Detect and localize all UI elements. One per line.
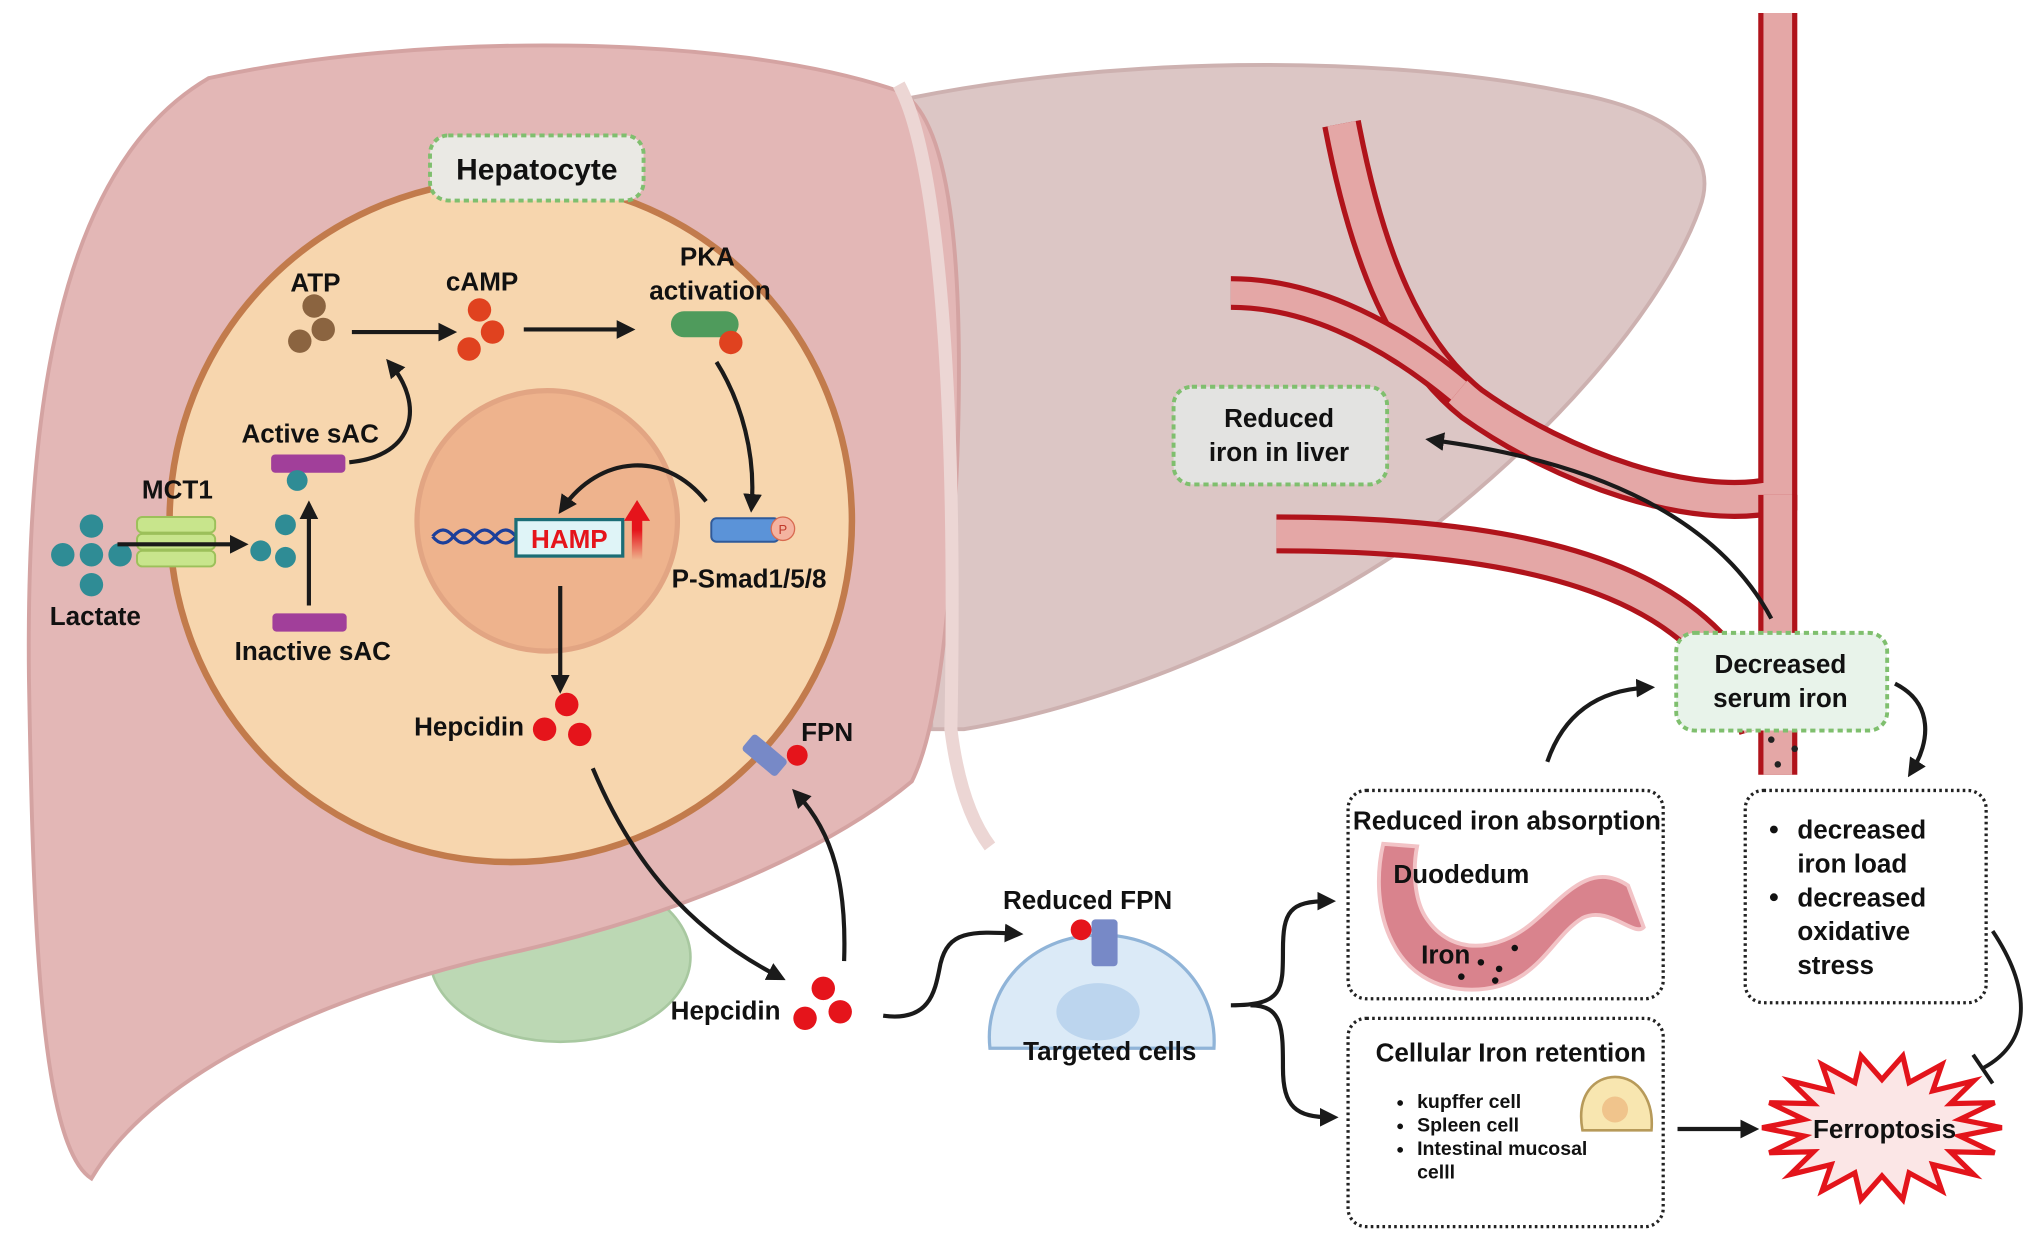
decreased-serum-iron-label-1: Decreased — [1715, 649, 1847, 679]
hamp-label: HAMP — [531, 524, 608, 554]
list-item: decreased — [1797, 815, 1926, 845]
psmad-protein — [710, 517, 780, 543]
hamp-gene-box — [514, 517, 625, 558]
falciform-ligament — [893, 81, 996, 851]
mct1-label: MCT1 — [142, 475, 213, 505]
pka-to-smad-arrow — [714, 360, 762, 513]
hepcidin-to-target-arrow — [882, 923, 1024, 1019]
psmad-label: P-Smad1/5/8 — [672, 563, 827, 593]
reduced-iron-in-liver-label-1: Reduced — [1224, 403, 1334, 433]
decreased-serum-iron-box — [1674, 630, 1890, 733]
phosphate-label: P — [779, 522, 788, 537]
lactate-molecules — [51, 514, 132, 597]
mct1-transporter — [136, 515, 217, 568]
upregulation-arrow-icon — [624, 500, 651, 560]
list-item: kupffer cell — [1417, 1091, 1521, 1113]
cellular-iron-retention-box — [1346, 1016, 1665, 1229]
hepcidin-outside — [793, 976, 852, 1031]
fpn-label: FPN — [801, 717, 853, 747]
list-item: Spleen cell — [1417, 1115, 1519, 1137]
hepcidin-to-fpn-arrow — [792, 788, 847, 962]
reduced-iron-absorption-title: Reduced iron absorption — [1353, 806, 1661, 836]
atp-label: ATP — [290, 268, 340, 298]
inactive-sac-protein — [272, 613, 347, 632]
duodenum-illustration — [1376, 841, 1646, 992]
decreased-serum-iron-label-2: serum iron — [1713, 683, 1848, 713]
fpn-channel — [742, 734, 787, 776]
dna-icon — [431, 528, 518, 545]
reduced-fpn-hepcidin — [1070, 919, 1092, 941]
iron-label: Iron — [1421, 940, 1470, 970]
branch-connector-lower — [1250, 1003, 1339, 1127]
phosphate-group — [770, 516, 796, 542]
reduced-fpn-label: Reduced FPN — [1003, 885, 1172, 915]
active-sac-label: Active sAC — [241, 419, 379, 449]
hepcidin-inside — [532, 692, 592, 747]
hepatocyte-label: Hepatocyte — [456, 154, 617, 187]
hepcidin-outside-label: Hepcidin — [671, 996, 781, 1026]
cell-illustration-nucleus — [1601, 1096, 1629, 1123]
camp-label: cAMP — [446, 266, 518, 296]
inhibition-arrow — [1971, 929, 2023, 1085]
pka-label-2: activation — [649, 276, 771, 306]
effects-box — [1743, 788, 1988, 1005]
pka-label-1: PKA — [680, 242, 735, 272]
hepatocyte-label-box — [428, 133, 646, 203]
hepcidin-secretion-arrow — [590, 767, 786, 981]
iron-dots — [1458, 944, 1518, 984]
hepcidin-inside-label: Hepcidin — [414, 712, 524, 742]
inactive-sac-label: Inactive sAC — [235, 636, 391, 666]
branch-connector — [1230, 891, 1337, 1008]
reduced-iron-in-liver-label-2: iron in liver — [1209, 437, 1349, 467]
active-sac-protein — [271, 454, 346, 473]
lactate-intracellular — [250, 514, 296, 568]
sac-to-atp-arrow — [349, 358, 412, 465]
list-item: celll — [1417, 1161, 1455, 1183]
serum-to-liver-arrow — [1425, 432, 1774, 620]
list-item: Intestinal mucosal — [1417, 1138, 1587, 1160]
retention-cell-list: kupffer cell Spleen cell Intestinal muco… — [1397, 1091, 1587, 1183]
ferroptosis-label: Ferroptosis — [1813, 1114, 1956, 1144]
list-item: oxidative — [1797, 916, 1910, 946]
list-item: stress — [1797, 950, 1874, 980]
to-serum-iron-arrow — [1545, 678, 1656, 763]
pka-protein — [670, 311, 739, 338]
duodenum-label: Duodedum — [1393, 859, 1529, 889]
targeted-cells-label: Targeted cells — [1023, 1036, 1196, 1066]
camp-molecule — [457, 298, 505, 361]
serum-to-effects-arrow — [1894, 681, 1928, 778]
effects-list: decreased iron load decreased oxidative … — [1769, 815, 1926, 980]
atp-molecule — [288, 294, 335, 353]
list-item: iron load — [1797, 848, 1907, 878]
cellular-iron-retention-title: Cellular Iron retention — [1376, 1037, 1646, 1067]
pka-camp-bound — [719, 330, 743, 355]
reduced-iron-in-liver-box — [1171, 384, 1390, 487]
lactate-label: Lactate — [50, 601, 141, 631]
targeted-cell-nucleus — [1056, 983, 1140, 1041]
fpn-iron — [786, 744, 808, 766]
list-item: decreased — [1797, 882, 1926, 912]
reduced-fpn-channel — [1091, 919, 1118, 967]
ferroptosis-starburst — [1761, 1050, 2003, 1205]
active-sac-bound-lactate — [286, 470, 308, 491]
smad-to-hamp-arrow — [558, 463, 708, 515]
